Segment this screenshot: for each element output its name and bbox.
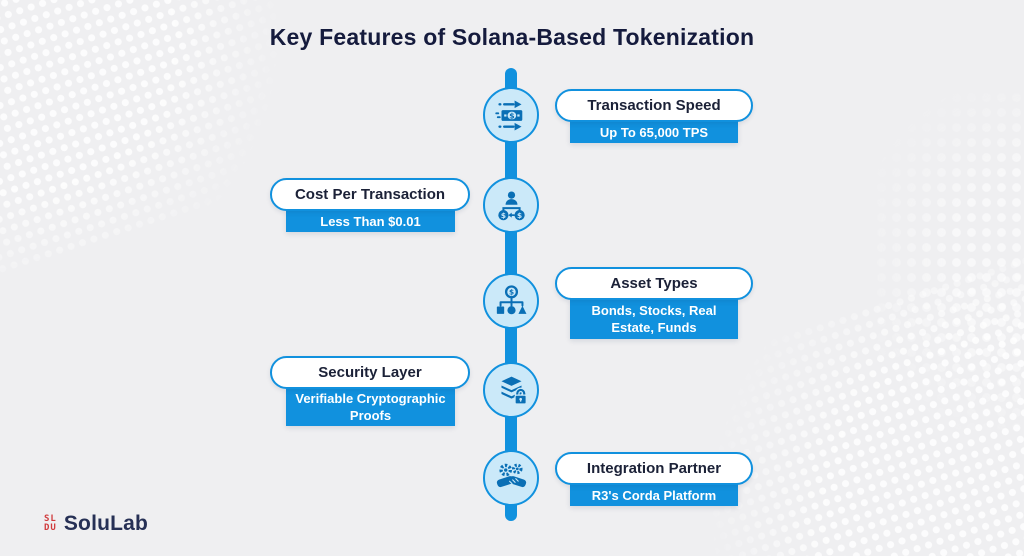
speed-banknote-icon: $ <box>493 97 530 134</box>
svg-text:$: $ <box>517 210 522 219</box>
solulab-mark-icon: SL DU <box>44 514 57 533</box>
solulab-logo-text: SoluLab <box>63 512 149 535</box>
background-pattern-right <box>874 90 1024 430</box>
person-coins-icon: $ $ <box>493 187 530 224</box>
feature-value-badge: R3's Corda Platform <box>570 484 738 506</box>
timeline-node-circle: $ <box>483 87 539 143</box>
handshake-gears-icon <box>493 460 530 497</box>
asset-tree-icon: $ <box>493 283 530 320</box>
feature-value-badge: Up To 65,000 TPS <box>570 121 738 143</box>
feature-value-badge: Bonds, Stocks, Real Estate, Funds <box>570 299 738 339</box>
feature-value-badge: Less Than $0.01 <box>286 210 455 232</box>
feature-title-pill: Security Layer <box>270 356 470 389</box>
timeline-node-circle: $ <box>483 273 539 329</box>
svg-text:$: $ <box>500 210 505 219</box>
timeline-node-circle: $ $ <box>483 177 539 233</box>
feature-title-pill: Integration Partner <box>555 452 753 485</box>
svg-text:$: $ <box>509 111 514 120</box>
feature-title-pill: Asset Types <box>555 267 753 300</box>
feature-value-badge: Verifiable Cryptographic Proofs <box>286 388 455 426</box>
svg-text:$: $ <box>508 287 513 296</box>
timeline-node-circle <box>483 362 539 418</box>
feature-title-pill: Transaction Speed <box>555 89 753 122</box>
page-title: Key Features of Solana-Based Tokenizatio… <box>269 24 755 50</box>
solulab-logo: SL DU SoluLab <box>44 512 148 536</box>
layers-lock-icon <box>493 372 530 409</box>
feature-title-pill: Cost Per Transaction <box>270 178 470 211</box>
timeline-node-circle <box>483 450 539 506</box>
